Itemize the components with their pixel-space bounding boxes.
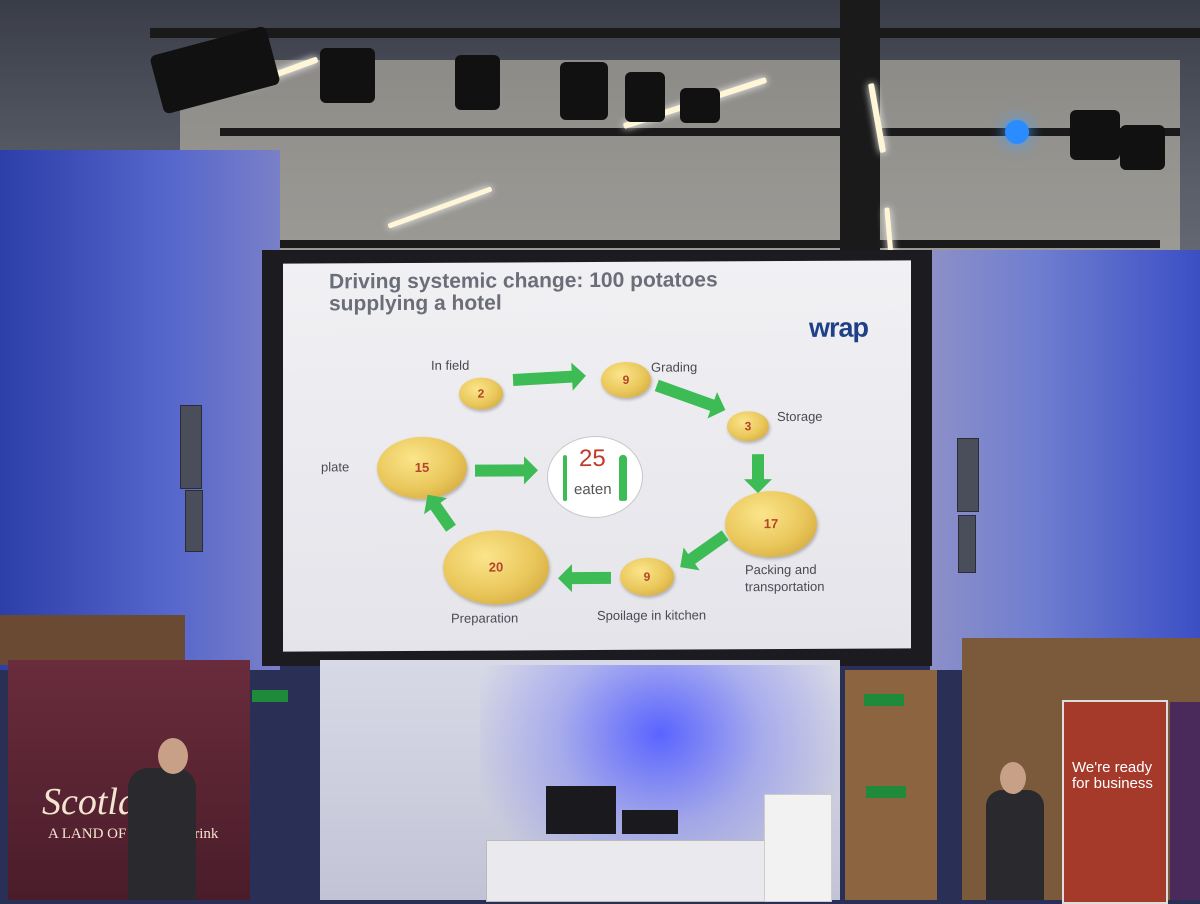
potato-spoilage: 9 — [620, 557, 674, 596]
wood-door — [845, 670, 937, 900]
stage-spotlight — [625, 72, 665, 122]
interpreter-person — [986, 790, 1044, 900]
wrap-logo: wrap — [809, 312, 869, 343]
wall-speaker — [185, 490, 203, 552]
potato-value: 20 — [488, 559, 504, 575]
speaker-head — [158, 738, 188, 774]
presenter-desk — [486, 840, 778, 902]
lighting-truss — [150, 28, 1200, 38]
wall-speaker — [180, 405, 202, 489]
stage-label-plate: plate — [321, 459, 350, 475]
stage-label-storage: Storage — [777, 408, 823, 425]
slide-title: Driving systemic change: 100 potatoes su… — [329, 268, 718, 316]
flow-arrow — [752, 454, 764, 481]
potato-value: 15 — [414, 459, 430, 475]
lighting-truss — [260, 240, 1160, 248]
potato-storage: 3 — [727, 411, 769, 442]
banner-right-text: We're ready for business — [1072, 759, 1153, 792]
flow-arrow — [512, 370, 574, 386]
left-wall — [0, 150, 280, 670]
lighting-truss — [840, 0, 880, 260]
stage-spotlight — [680, 88, 720, 123]
wood-panel-left — [0, 615, 185, 665]
potato-value: 9 — [643, 569, 651, 584]
eaten-label: eaten — [574, 480, 612, 499]
wall-speaker — [957, 438, 979, 512]
stage-label-in-field: In field — [431, 357, 470, 373]
potato-packing: 17 — [725, 490, 817, 558]
potato-value: 17 — [763, 516, 779, 532]
stage-spotlight — [455, 55, 500, 110]
potato-value: 9 — [622, 372, 630, 387]
stage-spotlight — [1070, 110, 1120, 160]
stage-label-spoilage: Spoilage in kitchen — [597, 607, 707, 623]
scotland-banner-edge — [1170, 702, 1200, 900]
stage-label-grading: Grading — [651, 359, 698, 375]
flow-arrow — [430, 501, 456, 532]
stage-spotlight — [320, 48, 375, 103]
desk-monitor — [546, 786, 616, 834]
stage-spotlight — [1120, 125, 1165, 170]
wall-speaker — [958, 515, 976, 573]
speaker-person — [128, 768, 196, 900]
blue-spotlight-lens — [1005, 120, 1029, 144]
fork-icon — [563, 455, 567, 502]
business-banner: We're ready for business — [1062, 700, 1168, 904]
stage-spotlight — [560, 62, 608, 120]
stage-label-preparation: Preparation — [451, 610, 519, 626]
eaten-value: 25 — [579, 444, 606, 473]
flow-arrow — [475, 464, 525, 477]
potato-value: 3 — [744, 419, 752, 434]
lighting-truss — [220, 128, 1180, 136]
interpreter-head — [1000, 762, 1026, 794]
exit-sign — [864, 694, 904, 706]
potato-plate: 15 — [377, 436, 467, 500]
projection-screen: Driving systemic change: 100 potatoes su… — [283, 260, 911, 652]
knife-icon — [619, 454, 627, 501]
potato-grading: 9 — [601, 361, 651, 398]
laptop — [622, 810, 678, 834]
flow-arrow — [654, 379, 716, 412]
potato-preparation: 20 — [443, 530, 549, 605]
exit-sign — [866, 786, 906, 798]
flow-arrow — [571, 571, 611, 585]
flow-arrow — [687, 530, 729, 565]
lectern — [764, 794, 832, 902]
stage-label-packing: Packing and transportation — [745, 561, 825, 595]
potato-in-field: 2 — [459, 377, 503, 410]
exit-sign — [252, 690, 288, 702]
eaten-badge: 25 eaten — [547, 435, 643, 519]
potato-value: 2 — [477, 386, 485, 401]
